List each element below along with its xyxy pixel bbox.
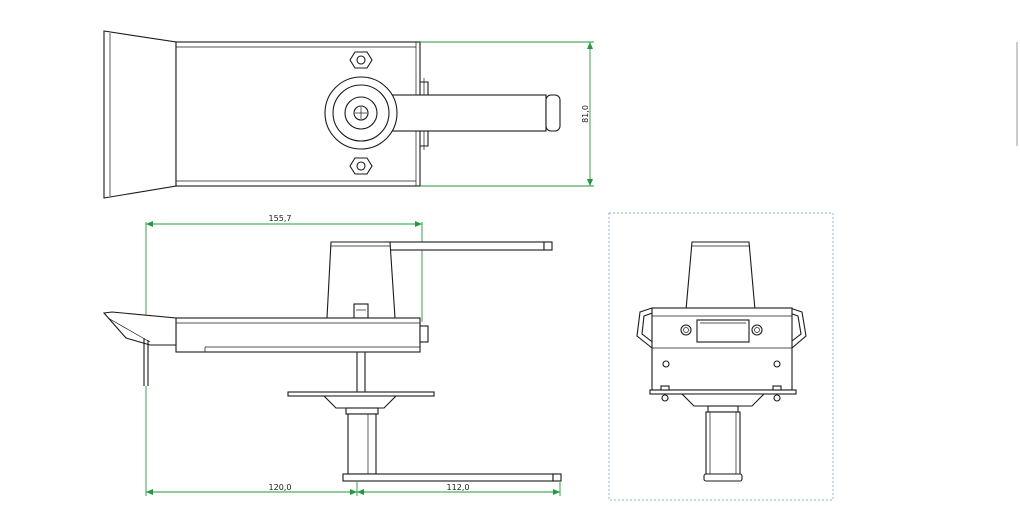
front-view-base bbox=[342, 473, 554, 482]
dimension-overall-width: 155,7 bbox=[145, 214, 423, 322]
dimension-base-left-label: 120,0 bbox=[269, 483, 292, 492]
side-view bbox=[608, 212, 834, 501]
top-view-nut-upper bbox=[349, 51, 373, 69]
top-view-handle-grip bbox=[545, 94, 561, 132]
top-view-funnel bbox=[103, 30, 177, 199]
dimension-height-label: 81,0 bbox=[581, 105, 590, 123]
side-view-hole bbox=[662, 360, 670, 368]
front-view-plate bbox=[287, 391, 435, 397]
dimension-base: 120,0 112,0 bbox=[145, 386, 561, 496]
front-view: 155,7 bbox=[102, 214, 562, 496]
front-view-chute bbox=[102, 311, 177, 346]
top-view-handle-arm bbox=[379, 94, 547, 132]
top-view-hub bbox=[324, 76, 398, 150]
side-view-post bbox=[705, 411, 741, 477]
top-view-nut-lower bbox=[349, 157, 373, 175]
side-view-wing-right bbox=[789, 307, 807, 349]
side-view-wing-left bbox=[636, 307, 653, 349]
top-view: 81,0 bbox=[103, 30, 594, 199]
front-view-flange bbox=[322, 395, 398, 409]
side-view-hole bbox=[751, 324, 763, 336]
dimension-base-right-label: 112,0 bbox=[447, 483, 470, 492]
side-view-hole bbox=[680, 324, 692, 336]
front-view-lever bbox=[385, 241, 545, 251]
dimension-height: 81,0 bbox=[420, 41, 594, 187]
side-view-hole bbox=[773, 360, 781, 368]
side-view-cone bbox=[685, 241, 756, 311]
side-view-plate bbox=[649, 389, 797, 395]
side-view-slot bbox=[696, 319, 750, 343]
side-view-frame bbox=[608, 212, 834, 501]
front-view-post bbox=[347, 413, 377, 475]
dimension-overall-width-label: 155,7 bbox=[269, 214, 292, 223]
